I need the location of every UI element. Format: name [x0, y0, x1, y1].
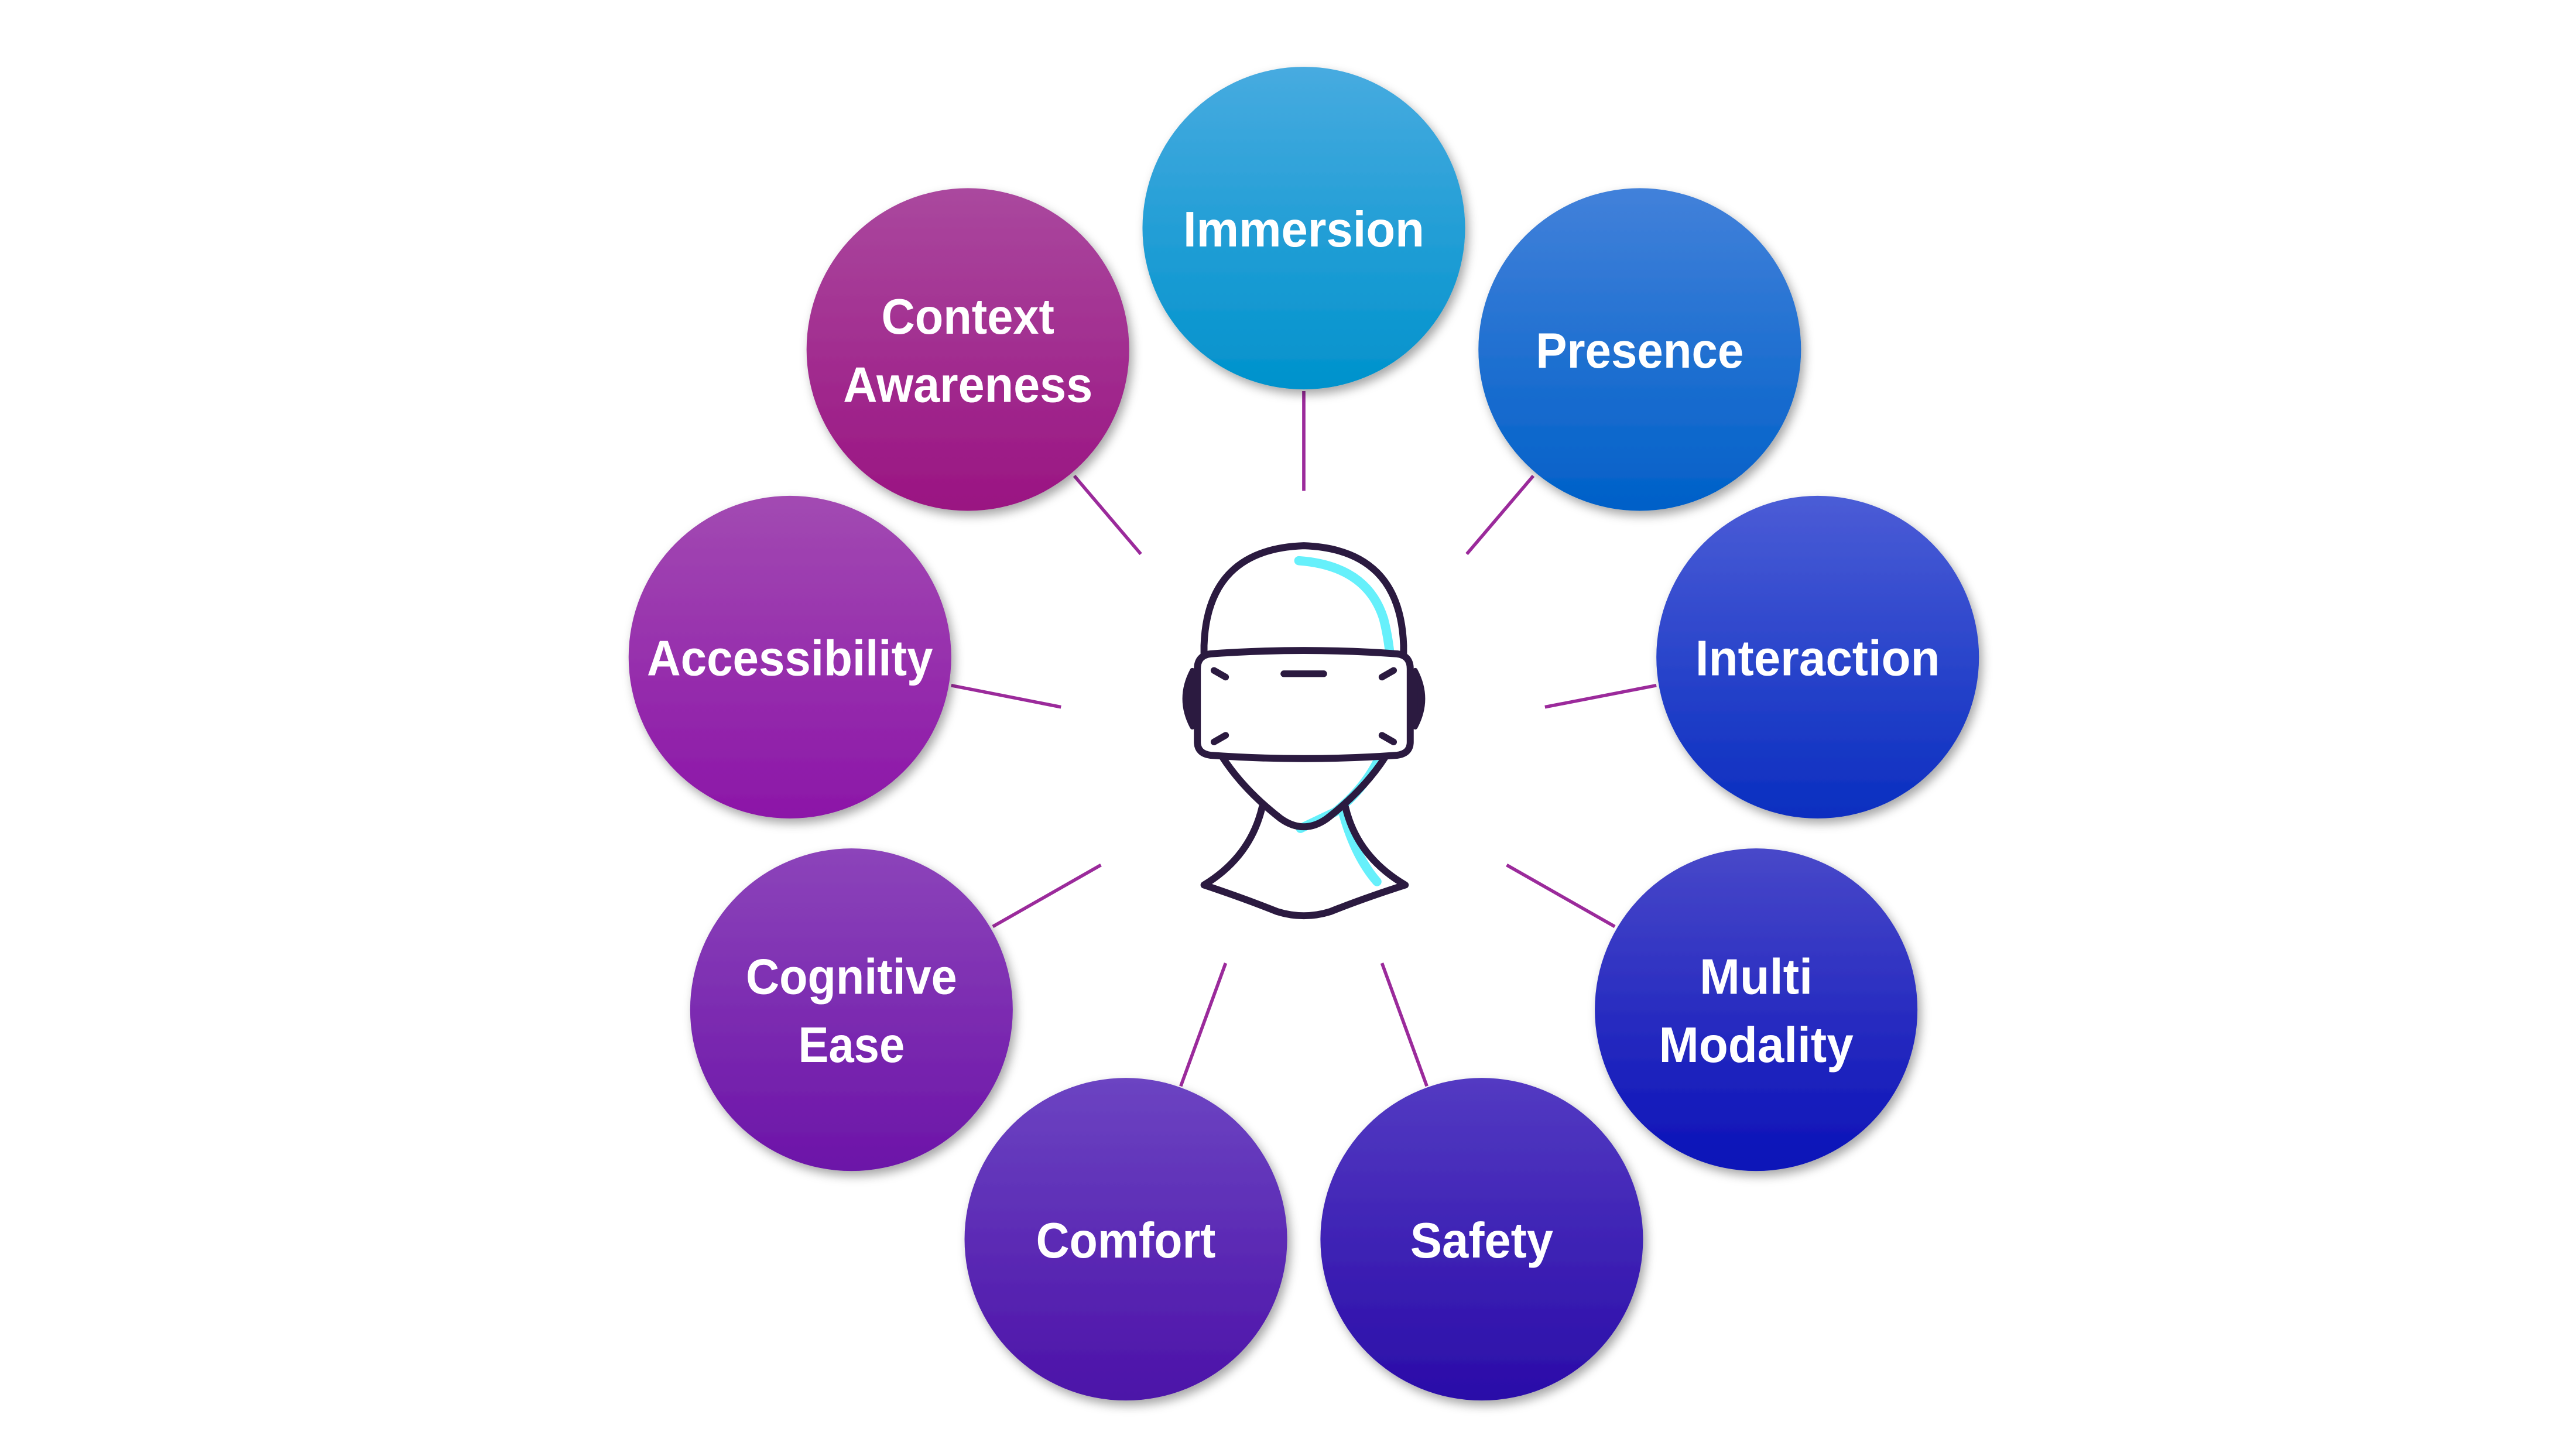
connector-presence	[1465, 474, 1535, 556]
node-label: Cognitive	[746, 950, 957, 1005]
node-label: Awareness	[843, 357, 1092, 413]
connector-lines	[951, 390, 1657, 1087]
concept-nodes: ImmersionPresenceInteractionMultiModalit…	[628, 67, 1979, 1401]
node-label: Modality	[1659, 1018, 1853, 1073]
connector-comfort	[1179, 962, 1228, 1087]
node-circle	[1320, 1078, 1643, 1401]
node-label: Multi	[1700, 950, 1813, 1005]
node-circle	[1595, 848, 1918, 1171]
node-circle	[628, 495, 951, 818]
connector-multi-modality	[1506, 864, 1616, 929]
node-label: Safety	[1410, 1213, 1553, 1269]
node-label: Comfort	[1036, 1213, 1216, 1269]
connector-safety	[1380, 962, 1429, 1087]
node-label: Presence	[1536, 323, 1743, 379]
node-safety: Safety	[1320, 1078, 1643, 1401]
node-interaction: Interaction	[1656, 495, 1979, 818]
node-label: Immersion	[1183, 202, 1424, 258]
node-label: Accessibility	[647, 631, 933, 687]
node-accessibility: Accessibility	[628, 495, 951, 818]
connector-context-awareness	[1073, 474, 1142, 556]
node-label: Ease	[798, 1018, 905, 1073]
node-comfort: Comfort	[964, 1078, 1287, 1401]
connector-cognitive-ease	[992, 864, 1102, 929]
vr-headset-head-icon	[1182, 542, 1426, 920]
connector-interaction	[1544, 683, 1657, 709]
node-circle	[1656, 495, 1979, 818]
node-immersion: Immersion	[1142, 67, 1465, 390]
node-label: Context	[881, 289, 1054, 345]
node-circle	[1478, 188, 1801, 511]
node-presence: Presence	[1478, 188, 1801, 511]
node-circle	[964, 1078, 1287, 1401]
node-label: Interaction	[1695, 631, 1940, 687]
node-circle	[1142, 67, 1465, 390]
node-circle	[690, 848, 1013, 1171]
node-circle	[806, 188, 1129, 511]
connector-accessibility	[951, 683, 1061, 709]
